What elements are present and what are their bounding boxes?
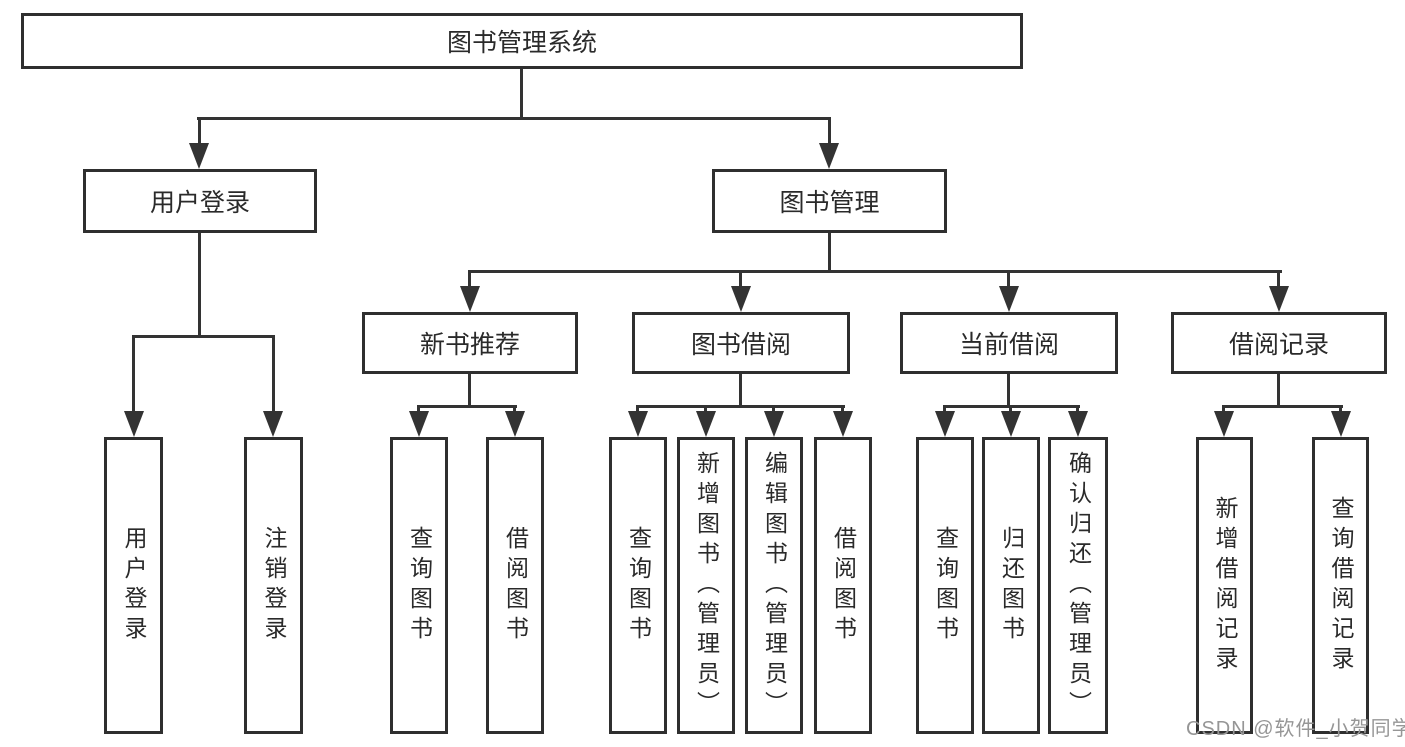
leaf-query-borrow-record: 查询借阅记录 [1312, 437, 1369, 734]
leaf-query-books-borrowing-label: 查询图书 [625, 525, 652, 646]
connector-line [468, 372, 471, 407]
leaf-borrow-books-borrowing-label: 借阅图书 [830, 525, 857, 646]
arrowhead-down-icon [628, 411, 648, 437]
leaf-add-borrow-record-label: 新增借阅记录 [1212, 495, 1238, 676]
leaf-return-book-label: 归还图书 [998, 525, 1025, 646]
node-root: 图书管理系统 [21, 13, 1023, 69]
arrowhead-down-icon [263, 411, 283, 437]
arrowhead-down-icon [764, 411, 784, 437]
connector-line [272, 335, 275, 414]
arrowhead-down-icon [1001, 411, 1021, 437]
connector-line [513, 405, 516, 414]
node-borrowing-records: 借阅记录 [1171, 312, 1387, 374]
node-root-label: 图书管理系统 [446, 29, 597, 57]
node-borrowing-records-label: 借阅记录 [1228, 331, 1329, 359]
arrowhead-down-icon [409, 411, 429, 437]
node-new-book-recommendation: 新书推荐 [362, 312, 578, 374]
connector-line [1222, 405, 1343, 408]
connector-line [841, 405, 844, 414]
connector-line [1076, 405, 1079, 414]
csdn-watermark: CSDN @软件_小贺同学 [1186, 718, 1405, 740]
leaf-user-login-label: 用户登录 [121, 525, 147, 646]
leaf-return-book: 归还图书 [982, 437, 1040, 734]
connector-line [636, 405, 845, 408]
connector-line [739, 372, 742, 407]
node-book-borrowing-label: 图书借阅 [690, 331, 791, 359]
connector-line [132, 335, 275, 338]
connector-line [198, 231, 201, 337]
node-book-management: 图书管理 [712, 169, 947, 233]
arrowhead-down-icon [1331, 411, 1351, 437]
leaf-query-books-recommend-label: 查询图书 [406, 525, 433, 646]
node-current-borrowing-label: 当前借阅 [958, 331, 1059, 359]
arrowhead-down-icon [505, 411, 525, 437]
leaf-query-books-current: 查询图书 [916, 437, 974, 734]
leaf-confirm-return-admin: 确认归还（管理员） [1048, 437, 1108, 734]
leaf-query-borrow-record-label: 查询借阅记录 [1328, 495, 1354, 676]
leaf-logout: 注销登录 [244, 437, 303, 734]
arrowhead-down-icon [124, 411, 144, 437]
node-new-book-recommendation-label: 新书推荐 [419, 331, 520, 359]
connector-line [1009, 405, 1012, 414]
leaf-add-book-admin-label: 新增图书（管理员） [693, 450, 720, 721]
arrowhead-down-icon [1269, 286, 1289, 312]
arrowhead-down-icon [819, 143, 839, 169]
connector-line [1277, 270, 1280, 289]
leaf-add-borrow-record: 新增借阅记录 [1196, 437, 1253, 734]
connector-line [772, 405, 775, 414]
node-user-login: 用户登录 [83, 169, 317, 233]
connector-line [468, 270, 1282, 273]
connector-line [468, 270, 471, 289]
leaf-borrow-books-recommend: 借阅图书 [486, 437, 544, 734]
connector-line [828, 231, 831, 272]
connector-line [197, 117, 831, 120]
connector-line [198, 117, 201, 146]
connector-line [943, 405, 946, 414]
leaf-borrow-books-recommend-label: 借阅图书 [502, 525, 529, 646]
arrowhead-down-icon [189, 143, 209, 169]
arrowhead-down-icon [1214, 411, 1234, 437]
connector-line [520, 67, 523, 119]
connector-line [1007, 372, 1010, 407]
arrowhead-down-icon [935, 411, 955, 437]
node-current-borrowing: 当前借阅 [900, 312, 1118, 374]
leaf-edit-book-admin-label: 编辑图书（管理员） [761, 450, 788, 721]
node-book-management-label: 图书管理 [779, 189, 880, 217]
arrowhead-down-icon [731, 286, 751, 312]
connector-line [828, 117, 831, 146]
leaf-confirm-return-admin-label: 确认归还（管理员） [1065, 450, 1092, 721]
connector-line [704, 405, 707, 414]
node-user-login-label: 用户登录 [149, 189, 250, 217]
connector-line [1222, 405, 1225, 414]
leaf-borrow-books-borrowing: 借阅图书 [814, 437, 872, 734]
arrowhead-down-icon [460, 286, 480, 312]
connector-line [636, 405, 639, 414]
leaf-logout-label: 注销登录 [261, 525, 287, 646]
arrowhead-down-icon [1068, 411, 1088, 437]
arrowhead-down-icon [999, 286, 1019, 312]
connector-line [417, 405, 420, 414]
leaf-user-login: 用户登录 [104, 437, 163, 734]
leaf-query-books-recommend: 查询图书 [390, 437, 448, 734]
leaf-add-book-admin: 新增图书（管理员） [677, 437, 735, 734]
connector-line [1277, 372, 1280, 407]
connector-line [132, 335, 135, 414]
connector-line [1339, 405, 1342, 414]
connector-line [739, 270, 742, 289]
leaf-edit-book-admin: 编辑图书（管理员） [745, 437, 803, 734]
arrowhead-down-icon [833, 411, 853, 437]
leaf-query-books-current-label: 查询图书 [932, 525, 959, 646]
node-book-borrowing: 图书借阅 [632, 312, 850, 374]
connector-line [417, 405, 517, 408]
leaf-query-books-borrowing: 查询图书 [609, 437, 667, 734]
arrowhead-down-icon [696, 411, 716, 437]
connector-line [1007, 270, 1010, 289]
